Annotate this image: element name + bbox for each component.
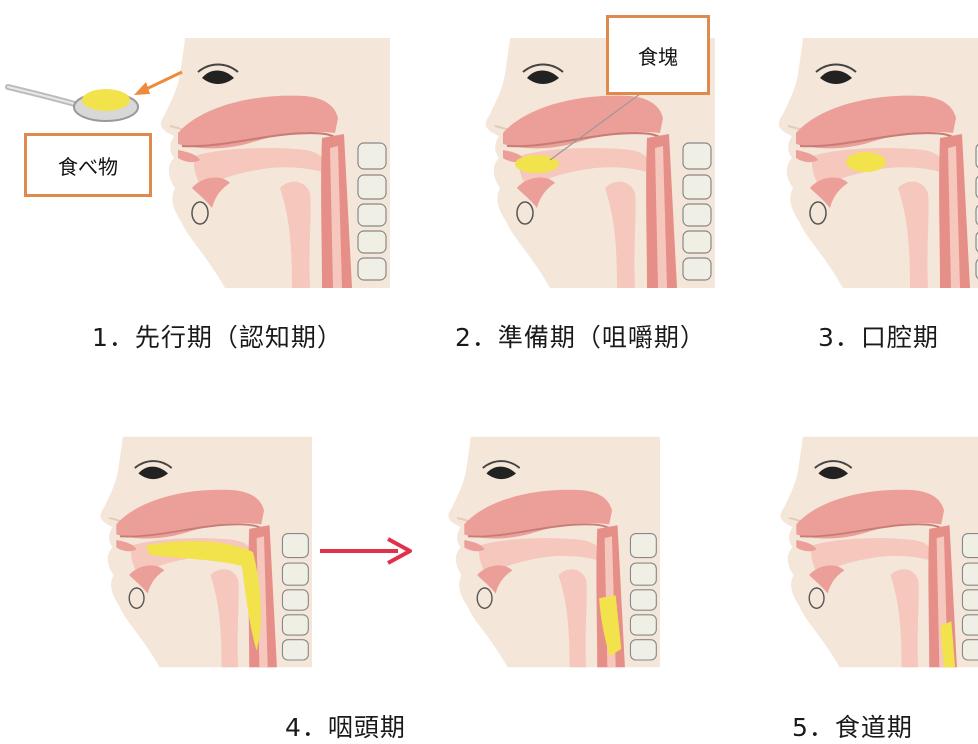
stage-3-head-diagram <box>748 38 978 288</box>
stage-2-caption: 2．準備期（咀嚼期） <box>455 318 706 354</box>
bolus-label: 食塊 <box>606 15 710 95</box>
stage-4-caption: 4．咽頭期 <box>285 708 406 744</box>
arrow-left-icon <box>132 68 186 98</box>
arrow-right-icon <box>318 534 414 568</box>
food-label: 食べ物 <box>24 133 152 197</box>
stage-5-head-diagram <box>752 432 978 672</box>
spoon-icon <box>8 75 148 125</box>
stage-4b-head-diagram <box>420 432 660 672</box>
stage-1-caption: 1．先行期（認知期） <box>92 318 343 354</box>
stage-5-caption: 5．食道期 <box>792 708 913 744</box>
stage-4a-head-diagram <box>72 432 312 672</box>
stage-3-caption: 3．口腔期 <box>818 318 939 354</box>
